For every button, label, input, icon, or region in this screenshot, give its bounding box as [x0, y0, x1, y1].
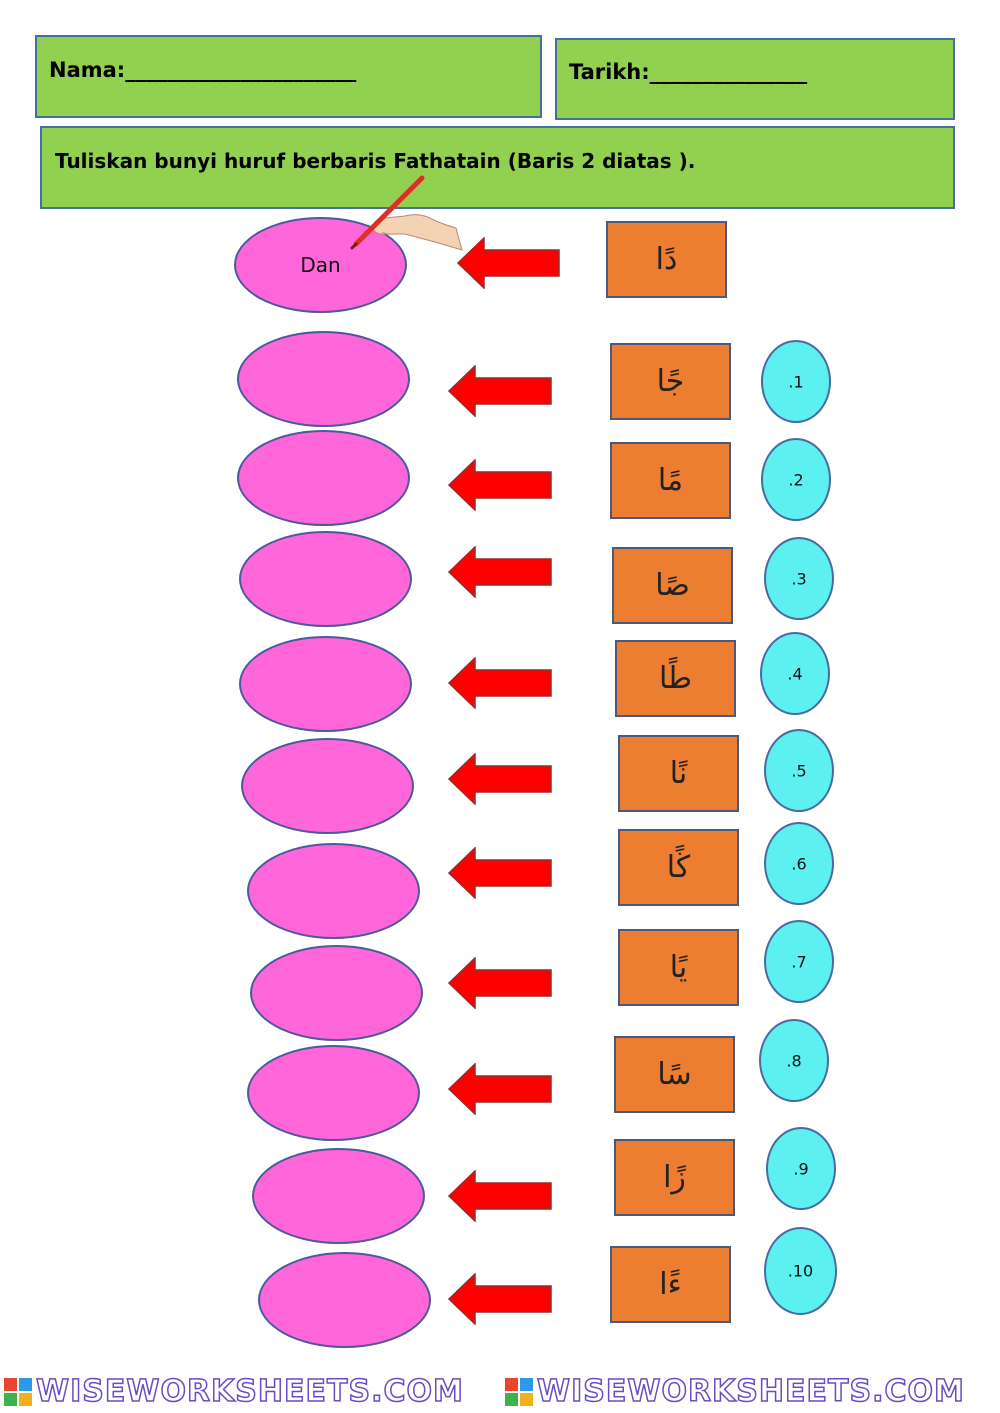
answer-oval-10[interactable] — [258, 1252, 431, 1348]
name-label: Nama:______________________ — [49, 58, 357, 82]
name-box — [35, 35, 542, 118]
number-label-2: .2 — [788, 470, 804, 489]
number-label-7: .7 — [791, 952, 807, 971]
number-circle-8: .8 — [759, 1019, 829, 1102]
wise-logo-icon — [505, 1378, 533, 1406]
arrow-left-icon — [448, 847, 552, 899]
letter-9: زًا — [663, 1160, 686, 1195]
answer-oval-7[interactable] — [250, 945, 423, 1041]
date-label: Tarikh:_______________ — [569, 60, 808, 84]
footer-branding: WISEWORKSHEETS.COM WISEWORKSHEETS.COM — [0, 1372, 1000, 1413]
answer-oval-2[interactable] — [237, 430, 410, 526]
answer-oval-4[interactable] — [239, 636, 412, 732]
answer-oval-5[interactable] — [241, 738, 414, 834]
letter-1: جًا — [656, 364, 685, 399]
arrow-left-icon — [448, 546, 552, 598]
example-answer-oval: Dan — [234, 217, 407, 313]
number-label-1: .1 — [788, 372, 804, 391]
letter-tile-8: سًا — [614, 1036, 735, 1113]
wise-logo-icon — [4, 1378, 32, 1406]
answer-oval-3[interactable] — [239, 531, 412, 627]
letter-5: نًا — [669, 756, 688, 791]
letter-tile-4: طًا — [615, 640, 736, 717]
example-letter-tile: دًا — [606, 221, 727, 298]
letter-tile-1: جًا — [610, 343, 731, 420]
arrow-left-icon — [448, 365, 552, 417]
example-answer-text: Dan — [300, 253, 341, 277]
letter-tile-5: نًا — [618, 735, 739, 812]
letter-tile-2: مًا — [610, 442, 731, 519]
footer-brand-text: WISEWORKSHEETS.COM — [35, 1373, 464, 1410]
arrow-left-icon — [448, 459, 552, 511]
arrow-left-icon — [457, 237, 560, 289]
number-label-6: .6 — [791, 854, 807, 873]
arrow-left-icon — [448, 657, 552, 709]
number-circle-1: .1 — [761, 340, 831, 423]
arrow-left-icon — [448, 957, 552, 1009]
answer-oval-8[interactable] — [247, 1045, 420, 1141]
letter-8: سًا — [657, 1057, 692, 1092]
answer-oval-9[interactable] — [252, 1148, 425, 1244]
letter-10: ءًا — [659, 1267, 682, 1302]
number-label-9: .9 — [793, 1159, 809, 1178]
number-label-8: .8 — [786, 1051, 802, 1070]
answer-oval-1[interactable] — [237, 331, 410, 427]
letter-4: طًا — [658, 661, 693, 696]
letter-tile-3: صًا — [612, 547, 733, 624]
letter-3: صًا — [655, 568, 690, 603]
letter-2: مًا — [657, 463, 684, 498]
letter-tile-10: ءًا — [610, 1246, 731, 1323]
number-circle-6: .6 — [764, 822, 834, 905]
instruction-text: Tuliskan bunyi huruf berbaris Fathatain … — [55, 149, 696, 173]
footer-brand-text-repeat: WISEWORKSHEETS.COM — [536, 1373, 965, 1410]
number-circle-10: .10 — [764, 1227, 837, 1315]
number-label-10: .10 — [787, 1261, 814, 1281]
number-circle-5: .5 — [764, 729, 834, 812]
letter-tile-7: يًا — [618, 929, 739, 1006]
hand-holding-pencil-icon — [350, 175, 463, 251]
letter-tile-6: ڬًا — [618, 829, 739, 906]
example-letter: دًا — [655, 242, 678, 277]
number-label-3: .3 — [791, 569, 807, 588]
number-label-5: .5 — [791, 761, 807, 780]
number-circle-2: .2 — [761, 438, 831, 521]
arrow-left-icon — [448, 1063, 552, 1115]
number-circle-7: .7 — [764, 920, 834, 1003]
arrow-left-icon — [448, 1273, 552, 1325]
number-label-4: .4 — [787, 664, 803, 683]
number-circle-4: .4 — [760, 632, 830, 715]
arrow-left-icon — [448, 753, 552, 805]
answer-oval-6[interactable] — [247, 843, 420, 939]
arrow-left-icon — [448, 1170, 552, 1222]
instruction-box — [40, 126, 955, 209]
number-circle-3: .3 — [764, 537, 834, 620]
letter-7: يًا — [669, 950, 688, 985]
number-circle-9: .9 — [766, 1127, 836, 1210]
letter-tile-9: زًا — [614, 1139, 735, 1216]
letter-6: ڬًا — [666, 850, 691, 885]
date-box — [555, 38, 955, 120]
